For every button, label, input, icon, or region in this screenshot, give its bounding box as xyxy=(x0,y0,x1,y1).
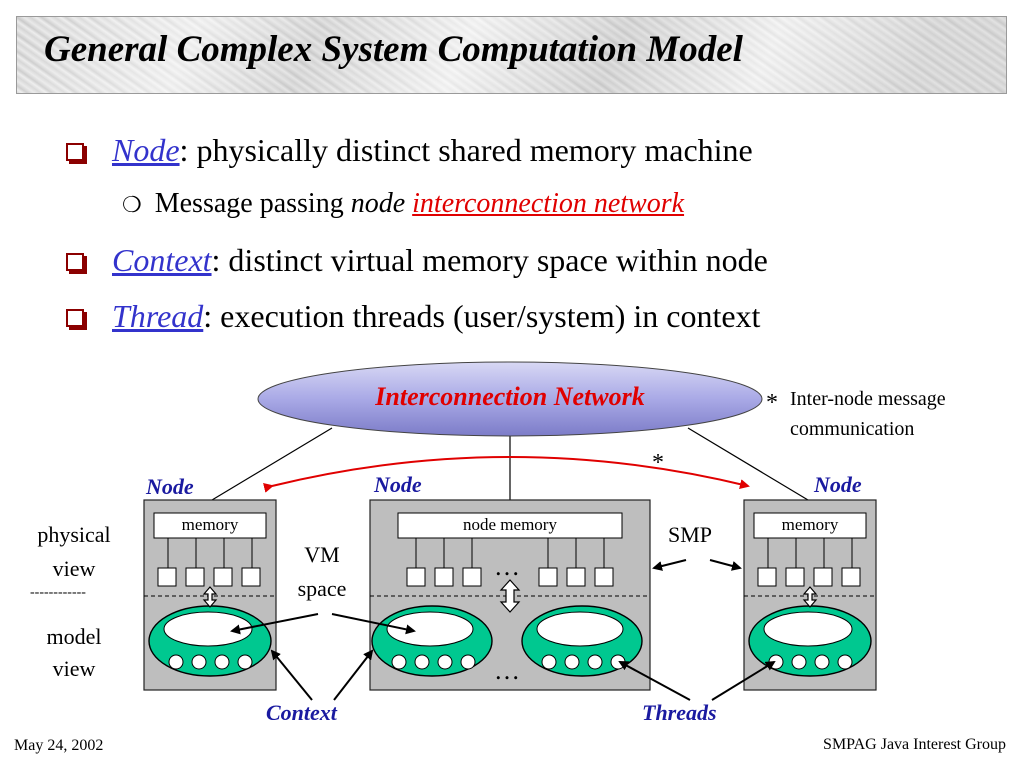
node-label-left: Node xyxy=(146,474,194,499)
memory-label-right: memory xyxy=(781,515,839,534)
square-bullet-icon xyxy=(66,309,84,327)
footer-org: SMPAG Java Interest Group xyxy=(823,736,1006,753)
view-divider: ------------ xyxy=(30,585,86,600)
footer-date: May 24, 2002 xyxy=(14,737,104,754)
note-line2: communication xyxy=(790,418,915,440)
slide-title: General Complex System Computation Model xyxy=(44,29,743,70)
bullet-context: Context: distinct virtual memory space w… xyxy=(66,242,768,279)
vm-space-arrows xyxy=(230,613,416,635)
sub-bullet-message-passing: ❍ Message passing node interconnection n… xyxy=(122,188,684,220)
memory-label-left: memory xyxy=(181,515,239,534)
bullet-text: : distinct virtual memory space within n… xyxy=(211,242,768,278)
context-label: Context xyxy=(266,700,337,725)
square-bullet-icon xyxy=(66,253,84,271)
threads-label: Threads xyxy=(642,700,717,725)
term-node[interactable]: Node xyxy=(112,132,180,168)
node-label-right: Node xyxy=(814,472,862,497)
ellipsis-bottom: … xyxy=(494,656,520,685)
inter-node-message-arrow xyxy=(263,456,750,493)
context-arrows xyxy=(270,649,374,701)
physical-view-line1: physical xyxy=(37,522,111,547)
vm-label-line1: VM xyxy=(304,542,340,567)
network-links xyxy=(211,427,809,501)
node-middle xyxy=(369,499,651,691)
smp-label: SMP xyxy=(668,522,713,547)
memory-label-middle: node memory xyxy=(463,515,557,534)
bullet-text: : execution threads (user/system) in con… xyxy=(203,298,761,334)
ellipsis-top: … xyxy=(494,552,520,581)
sub-bullet-italic: node xyxy=(350,188,406,219)
vm-label-line2: space xyxy=(297,576,347,601)
bullet-node: Node: physically distinct shared memory … xyxy=(66,132,753,169)
square-bullet-icon xyxy=(66,143,84,161)
asterisk-curve: * xyxy=(652,450,664,476)
asterisk-note: * xyxy=(766,390,778,416)
term-context[interactable]: Context xyxy=(112,242,212,278)
model-view-line2: view xyxy=(52,656,96,681)
model-view-line1: model xyxy=(46,624,102,649)
smp-arrows xyxy=(652,559,742,571)
bullet-thread: Thread: execution threads (user/system) … xyxy=(66,298,760,335)
double-arrow-icons xyxy=(202,579,818,613)
physical-view-line2: view xyxy=(52,556,96,581)
title-banner xyxy=(16,16,1007,94)
threads-arrows xyxy=(618,660,776,701)
interconnection-network-link[interactable]: interconnection network xyxy=(412,188,685,219)
sub-bullet-prefix: Message passing xyxy=(154,188,351,219)
interconnection-network-ellipse xyxy=(257,361,763,437)
node-label-middle: Node xyxy=(374,472,422,497)
circle-bullet-icon: ❍ xyxy=(122,192,142,217)
term-thread[interactable]: Thread xyxy=(112,298,204,334)
note-line1: Inter-node message xyxy=(790,388,946,410)
bullet-text: : physically distinct shared memory mach… xyxy=(179,132,753,168)
network-label: Interconnection Network xyxy=(375,382,645,411)
